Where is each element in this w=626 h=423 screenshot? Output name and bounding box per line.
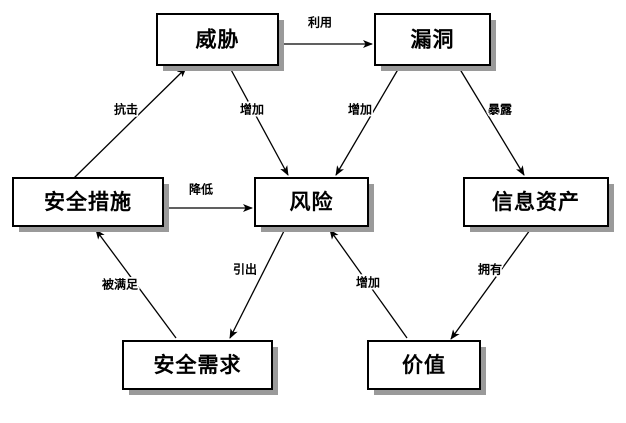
node-label-value: 价值 <box>402 353 446 377</box>
edge-label-halo-e4: 增加 <box>348 102 372 117</box>
edge-label-e10: 拥有 <box>478 262 502 277</box>
edge-label-halo-e2: 抗击 <box>114 102 138 117</box>
node-box-risk[interactable] <box>254 177 369 227</box>
edge-vuln-to-risk <box>335 65 401 176</box>
node-box-vuln[interactable] <box>374 13 491 66</box>
edge-label-e5: 暴露 <box>487 103 513 117</box>
node-box-control[interactable] <box>12 177 164 227</box>
edge-label-halo-e1: 利用 <box>308 15 332 30</box>
node-box-value[interactable] <box>367 340 481 390</box>
edge-label-halo-e3: 增加 <box>240 102 264 117</box>
edge-threat-to-risk <box>228 65 289 176</box>
node-label-need: 安全需求 <box>154 353 242 377</box>
node-box-threat[interactable] <box>156 13 279 66</box>
edge-need-to-control <box>95 229 177 339</box>
edge-label-halo-e5: 暴露 <box>487 103 513 117</box>
edge-value-to-risk <box>329 229 408 339</box>
edge-label-halo-e8: 引出 <box>233 262 257 277</box>
edge-label-e7: 被满足 <box>102 277 138 292</box>
edge-label-e4: 增加 <box>348 102 372 117</box>
edge-label-halo-e9: 增加 <box>356 275 380 290</box>
node-label-threat: 威胁 <box>196 28 240 52</box>
edge-vuln-to-asset <box>457 65 525 176</box>
node-vuln[interactable]: 漏洞 <box>374 13 496 71</box>
edge-risk-to-need <box>229 228 286 339</box>
edge-label-halo-e7: 被满足 <box>102 277 138 292</box>
node-label-vuln: 漏洞 <box>411 28 455 52</box>
edge-label-e8: 引出 <box>233 262 257 277</box>
edge-label-e6: 降低 <box>189 182 213 197</box>
node-need[interactable]: 安全需求 <box>122 340 278 395</box>
edge-labels-layer: 利用利用抗击抗击增加增加增加增加暴露暴露降低降低被满足被满足引出引出增加增加拥有… <box>100 13 515 294</box>
node-box-asset[interactable] <box>463 177 609 227</box>
edge-label-e2: 抗击 <box>114 102 138 117</box>
edge-asset-to-value <box>450 229 531 340</box>
node-asset[interactable]: 信息资产 <box>463 177 614 232</box>
node-box-need[interactable] <box>122 340 273 390</box>
node-control[interactable]: 安全措施 <box>12 177 169 232</box>
edge-control-to-threat <box>73 67 187 179</box>
node-value[interactable]: 价值 <box>367 340 486 395</box>
node-label-control: 安全措施 <box>44 190 132 214</box>
node-label-asset: 信息资产 <box>492 190 580 214</box>
edges-layer <box>73 40 531 340</box>
edge-label-e1: 利用 <box>308 15 332 30</box>
edge-label-halo-e6: 降低 <box>189 182 213 197</box>
edge-label-e3: 增加 <box>240 102 264 117</box>
node-label-risk: 风险 <box>290 190 334 214</box>
node-threat[interactable]: 威胁 <box>156 13 284 71</box>
node-risk[interactable]: 风险 <box>254 177 374 232</box>
edge-label-halo-e10: 拥有 <box>478 262 502 277</box>
edge-label-e9: 增加 <box>356 275 380 290</box>
